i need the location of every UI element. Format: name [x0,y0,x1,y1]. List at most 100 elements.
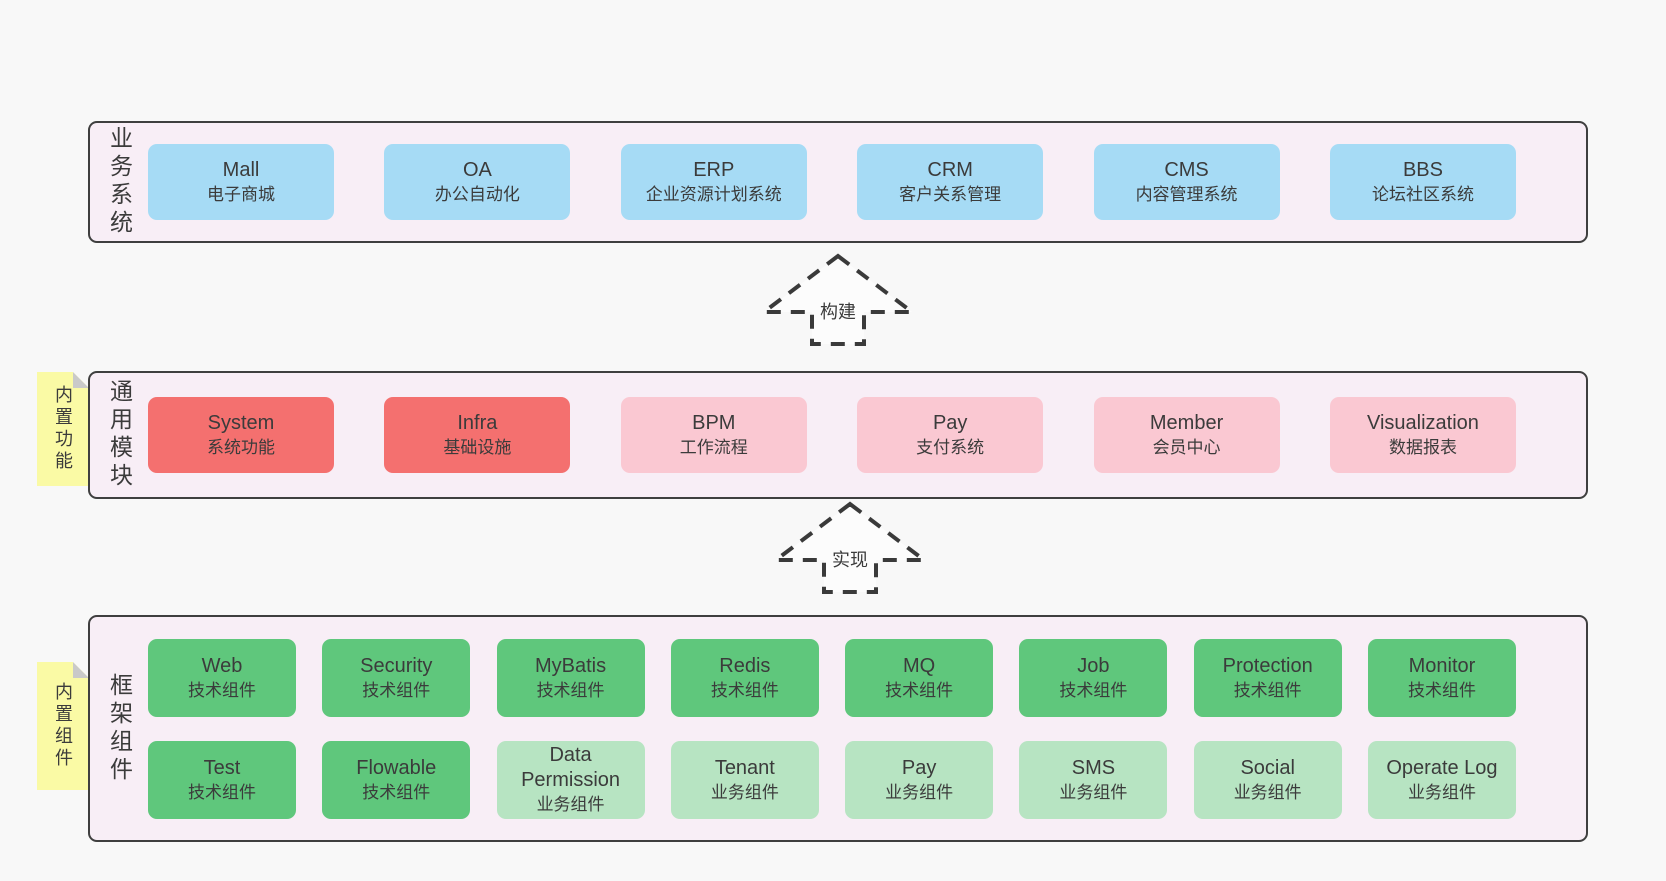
box-flowable: Flowable 技术组件 [322,740,471,819]
box-cms: CMS 内容管理系统 [1093,144,1280,220]
section-label-business: 业务系统 [90,123,148,241]
box-title: Monitor [1408,654,1476,677]
box-infra: Infra 基础设施 [384,397,571,473]
box-subtitle: 技术组件 [362,680,431,700]
box-title: Pay [901,756,937,779]
box-subtitle: 技术组件 [710,680,779,700]
box-subtitle: 论坛社区系统 [1371,185,1474,204]
box-title: Security [360,654,433,677]
arrow-label: 实现 [830,548,870,574]
box-mall: Mall 电子商城 [148,144,334,220]
box-title: ERP [693,159,735,181]
box-oa: OA 办公自动化 [384,144,571,220]
box-title: Social [1240,756,1295,779]
box-title: Flowable [356,756,437,779]
box-system: System 系统功能 [148,397,334,473]
box-title: CMS [1164,159,1209,181]
box-subtitle: 技术组件 [1233,680,1302,700]
note-text: 内置组件 [53,682,73,770]
components-row-2: Test 技术组件 Flowable 技术组件 Data Permission … [148,740,1516,819]
box-security: Security 技术组件 [322,638,471,717]
box-bpm: BPM 工作流程 [620,397,807,473]
box-title: Test [203,756,241,779]
box-erp: ERP 企业资源计划系统 [620,144,807,220]
box-title: CRM [927,159,973,181]
box-title: BPM [692,412,736,434]
box-subtitle: 电子商城 [207,185,275,204]
box-subtitle: 技术组件 [362,782,431,802]
box-subtitle: 会员中心 [1152,438,1221,457]
box-crm: CRM 客户关系管理 [857,144,1044,220]
modules-box-row: System 系统功能 Infra 基础设施 BPM 工作流程 Pay 支付系统… [148,373,1586,497]
box-subtitle: 办公自动化 [434,185,520,204]
components-grid: Web 技术组件 Security 技术组件 MyBatis 技术组件 Redi… [148,617,1586,840]
sticky-note-built-in-functions: 内置功能 [37,372,89,486]
box-bbs: BBS 论坛社区系统 [1329,144,1516,220]
box-redis: Redis 技术组件 [670,638,819,717]
box-subtitle: 技术组件 [188,680,256,700]
box-subtitle: 业务组件 [1407,782,1476,802]
arrow-implement: 实现 [772,500,928,596]
box-title: Protection [1222,654,1313,677]
box-monitor: Monitor 技术组件 [1367,638,1516,717]
section-label-text: 通用模块 [106,379,133,491]
box-title: BBS [1402,159,1443,181]
box-subtitle: 技术组件 [536,680,605,700]
section-label-modules: 通用模块 [90,373,148,497]
box-subtitle: 业务组件 [1059,782,1128,802]
box-subtitle: 企业资源计划系统 [645,185,782,204]
box-protection: Protection 技术组件 [1193,638,1342,717]
note-text: 内置功能 [53,385,73,473]
business-box-row: Mall 电子商城 OA 办公自动化 ERP 企业资源计划系统 CRM 客户关系… [148,123,1586,241]
box-title: System [207,412,275,434]
box-subtitle: 业务组件 [710,782,779,802]
box-title: MyBatis [535,654,607,677]
box-subtitle: 技术组件 [1059,680,1128,700]
box-web: Web 技术组件 [148,638,296,717]
box-title: Member [1149,412,1224,434]
box-subtitle: 内容管理系统 [1135,185,1238,204]
box-mq: MQ 技术组件 [845,638,994,717]
box-job: Job 技术组件 [1019,638,1168,717]
box-pay-component: Pay 业务组件 [845,740,994,819]
box-title: SMS [1071,756,1116,779]
box-subtitle: 技术组件 [188,782,256,802]
box-title: Tenant [714,756,775,779]
section-label-components: 框架组件 [90,617,148,840]
box-title: Web [201,654,243,677]
box-subtitle: 数据报表 [1388,438,1457,457]
box-subtitle: 基础设施 [443,438,512,457]
box-tenant: Tenant 业务组件 [670,740,819,819]
box-sms: SMS 业务组件 [1019,740,1168,819]
arrow-label: 构建 [818,300,858,326]
box-subtitle: 业务组件 [885,782,954,802]
box-member: Member 会员中心 [1093,397,1280,473]
box-title: Mall [222,159,260,181]
box-subtitle: 业务组件 [1233,782,1302,802]
box-subtitle: 技术组件 [885,680,954,700]
box-operate-log: Operate Log 业务组件 [1367,740,1516,819]
box-title: Redis [719,654,771,677]
box-title: Data Permission [521,744,621,791]
section-framework-components: 框架组件 Web 技术组件 Security 技术组件 MyBatis 技术组件… [88,615,1588,842]
box-title: OA [462,159,492,181]
section-common-modules: 通用模块 System 系统功能 Infra 基础设施 BPM 工作流程 Pay… [88,371,1588,499]
box-data-permission: Data Permission 业务组件 [496,740,645,819]
box-social: Social 业务组件 [1193,740,1342,819]
box-title: Pay [932,412,968,434]
box-pay-module: Pay 支付系统 [857,397,1044,473]
sticky-note-built-in-components: 内置组件 [37,662,89,790]
box-subtitle: 工作流程 [679,438,748,457]
box-mybatis: MyBatis 技术组件 [496,638,645,717]
box-title: Operate Log [1386,756,1498,779]
box-title: MQ [903,654,936,677]
components-row-1: Web 技术组件 Security 技术组件 MyBatis 技术组件 Redi… [148,638,1516,717]
box-subtitle: 客户关系管理 [899,185,1002,204]
section-business-systems: 业务系统 Mall 电子商城 OA 办公自动化 ERP 企业资源计划系统 CRM… [88,121,1588,243]
box-subtitle: 支付系统 [916,438,985,457]
arrow-build: 构建 [760,252,916,348]
box-visualization: Visualization 数据报表 [1329,397,1516,473]
box-subtitle: 系统功能 [207,438,275,457]
section-label-text: 框架组件 [106,672,133,785]
